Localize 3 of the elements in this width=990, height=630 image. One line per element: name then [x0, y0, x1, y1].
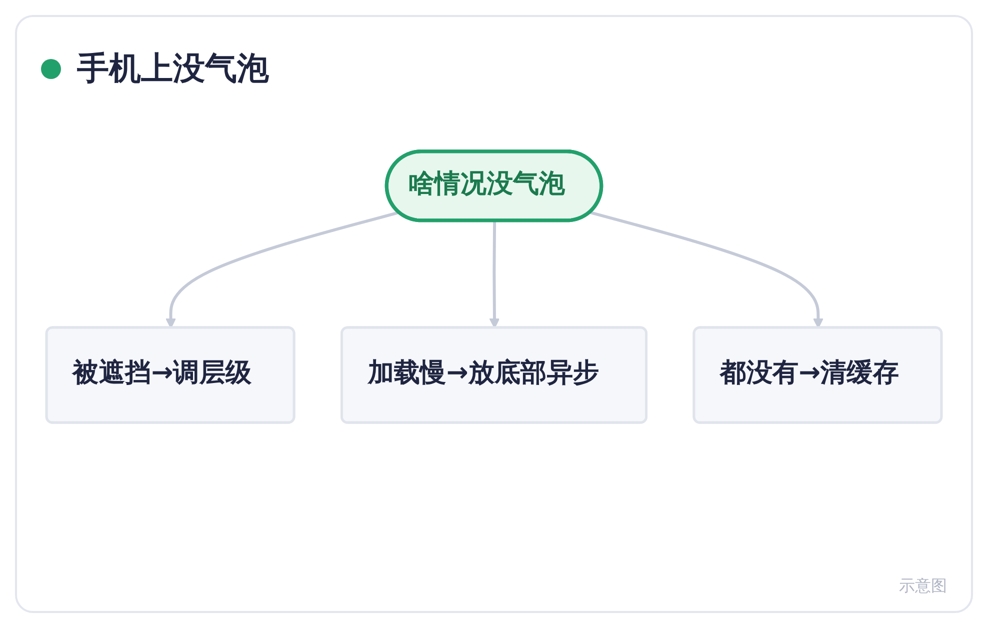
title: 手机上没气泡: [77, 48, 269, 89]
card-background: 手机上没气泡 啥情况没气泡 被遮挡→调层级 加载慢→放底部异步 都没有→清缓存 示意图: [15, 15, 973, 613]
caption: 示意图: [899, 576, 947, 597]
